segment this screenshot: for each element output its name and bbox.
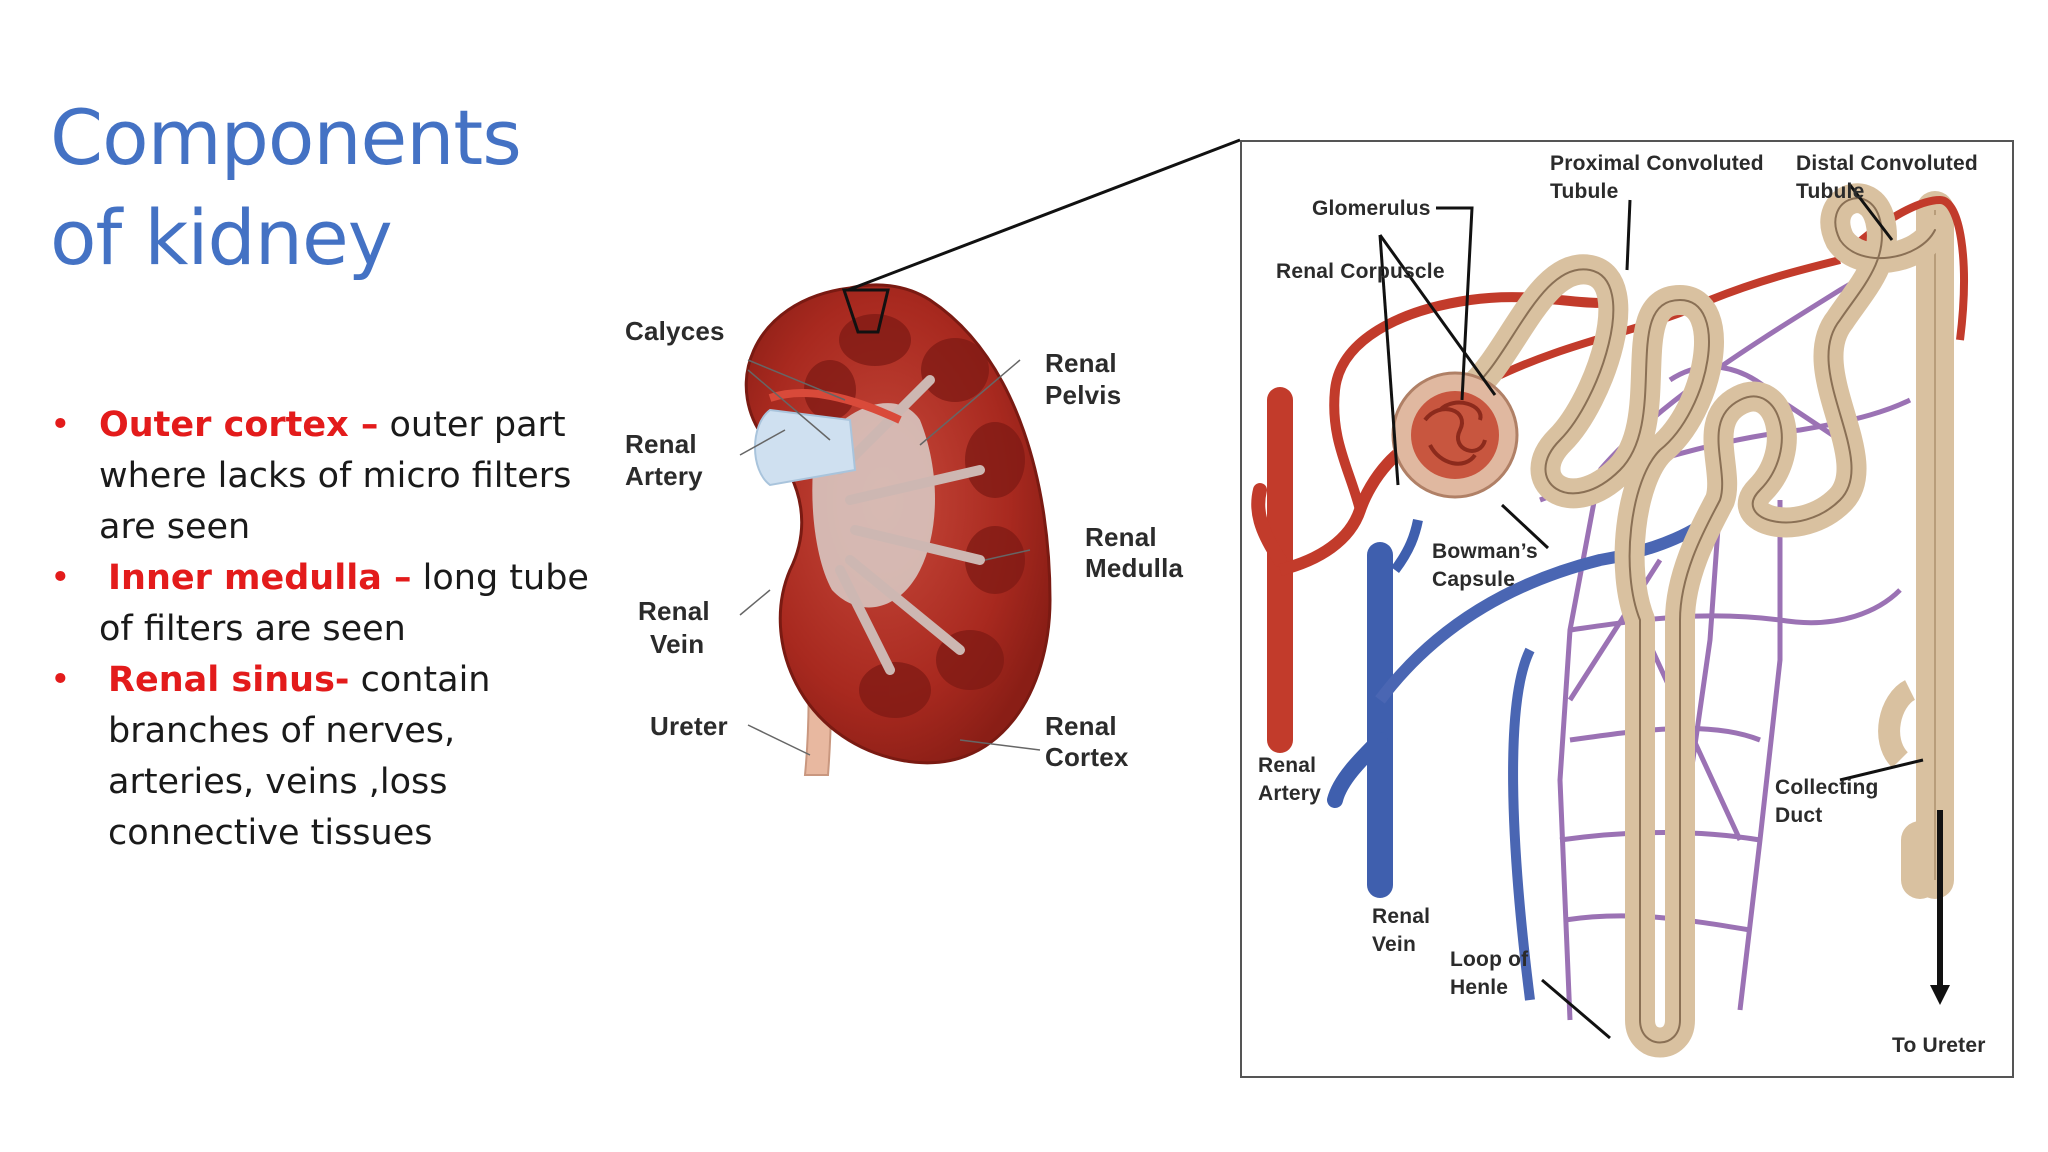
label-renal-vein-2: Vein bbox=[1372, 933, 1416, 956]
title-line-1: Components bbox=[50, 93, 522, 182]
label-renal-pelvis-1: Renal bbox=[1045, 348, 1117, 378]
label-dct-1: Distal Convoluted bbox=[1796, 152, 1978, 175]
label-bowmans-2: Capsule bbox=[1432, 568, 1515, 591]
nephron-diagram: Proximal Convoluted Tubule Distal Convol… bbox=[1240, 140, 2014, 1078]
label-collecting-2: Duct bbox=[1775, 804, 1822, 827]
label-renal-medulla-2: Medulla bbox=[1085, 553, 1184, 583]
label-loop-2: Henle bbox=[1450, 976, 1508, 999]
label-renal-vein-1: Renal bbox=[638, 596, 710, 626]
slide-title: Components of kidney bbox=[50, 88, 610, 288]
kidney-diagram: Calyces Renal Artery Renal Vein Ureter R… bbox=[625, 283, 1184, 776]
bullet-text: outer part where lacks of micro filters … bbox=[99, 405, 572, 547]
bullet-term: Inner medulla – bbox=[108, 558, 412, 598]
label-calyces: Calyces bbox=[625, 316, 725, 346]
label-renal-artery-1: Renal bbox=[1258, 754, 1316, 777]
label-ureter: Ureter bbox=[650, 711, 728, 741]
renal-corpuscle bbox=[1391, 371, 1519, 499]
label-glomerulus: Glomerulus bbox=[1312, 197, 1431, 220]
bullet-icon: • bbox=[50, 405, 71, 445]
label-renal-artery-2: Artery bbox=[1258, 782, 1321, 805]
label-to-ureter: To Ureter bbox=[1892, 1034, 1986, 1057]
collecting-duct bbox=[1901, 191, 1954, 899]
label-renal-cortex-2: Cortex bbox=[1045, 742, 1129, 772]
label-renal-vein-1: Renal bbox=[1372, 905, 1430, 928]
bullet-term: Renal sinus- bbox=[108, 660, 350, 700]
label-renal-artery-1: Renal bbox=[625, 429, 697, 459]
label-loop-1: Loop of bbox=[1450, 948, 1529, 971]
bullet-icon: • bbox=[50, 660, 71, 700]
label-renal-vein-2: Vein bbox=[650, 629, 704, 659]
label-renal-pelvis-2: Pelvis bbox=[1045, 380, 1121, 410]
label-renal-corpuscle: Renal Corpuscle bbox=[1276, 260, 1445, 283]
bullet-inner-medulla: • Inner medulla – long tube of filters ar… bbox=[50, 553, 590, 655]
label-dct-2: Tubule bbox=[1796, 180, 1864, 203]
bullet-term: Outer cortex – bbox=[99, 405, 379, 445]
label-renal-artery-2: Artery bbox=[625, 461, 703, 491]
nephron-tubule bbox=[1455, 183, 1950, 1058]
title-line-2: of kidney bbox=[50, 193, 393, 282]
bullet-text: contain branches of nerves, arteries, ve… bbox=[108, 660, 491, 853]
label-bowmans-1: Bowman’s bbox=[1432, 540, 1538, 563]
label-renal-medulla-1: Renal bbox=[1085, 522, 1157, 552]
bullet-outer-cortex: • Outer cortex – outer part where lacks o… bbox=[50, 400, 590, 553]
label-pct-2: Tubule bbox=[1550, 180, 1618, 203]
renal-vein-shape bbox=[754, 408, 857, 487]
bullet-list: • Outer cortex – outer part where lacks o… bbox=[50, 400, 590, 859]
renal-artery-shape bbox=[768, 389, 902, 424]
label-renal-cortex-1: Renal bbox=[1045, 711, 1117, 741]
renal-pyramids bbox=[804, 314, 1025, 718]
label-collecting-1: Collecting bbox=[1775, 776, 1879, 799]
label-pct-1: Proximal Convoluted bbox=[1550, 152, 1764, 175]
bullet-text: long tube of filters are seen bbox=[99, 558, 589, 649]
bullet-renal-sinus: • Renal sinus- contain branches of nerves… bbox=[50, 655, 590, 859]
bullet-icon: • bbox=[50, 558, 71, 598]
